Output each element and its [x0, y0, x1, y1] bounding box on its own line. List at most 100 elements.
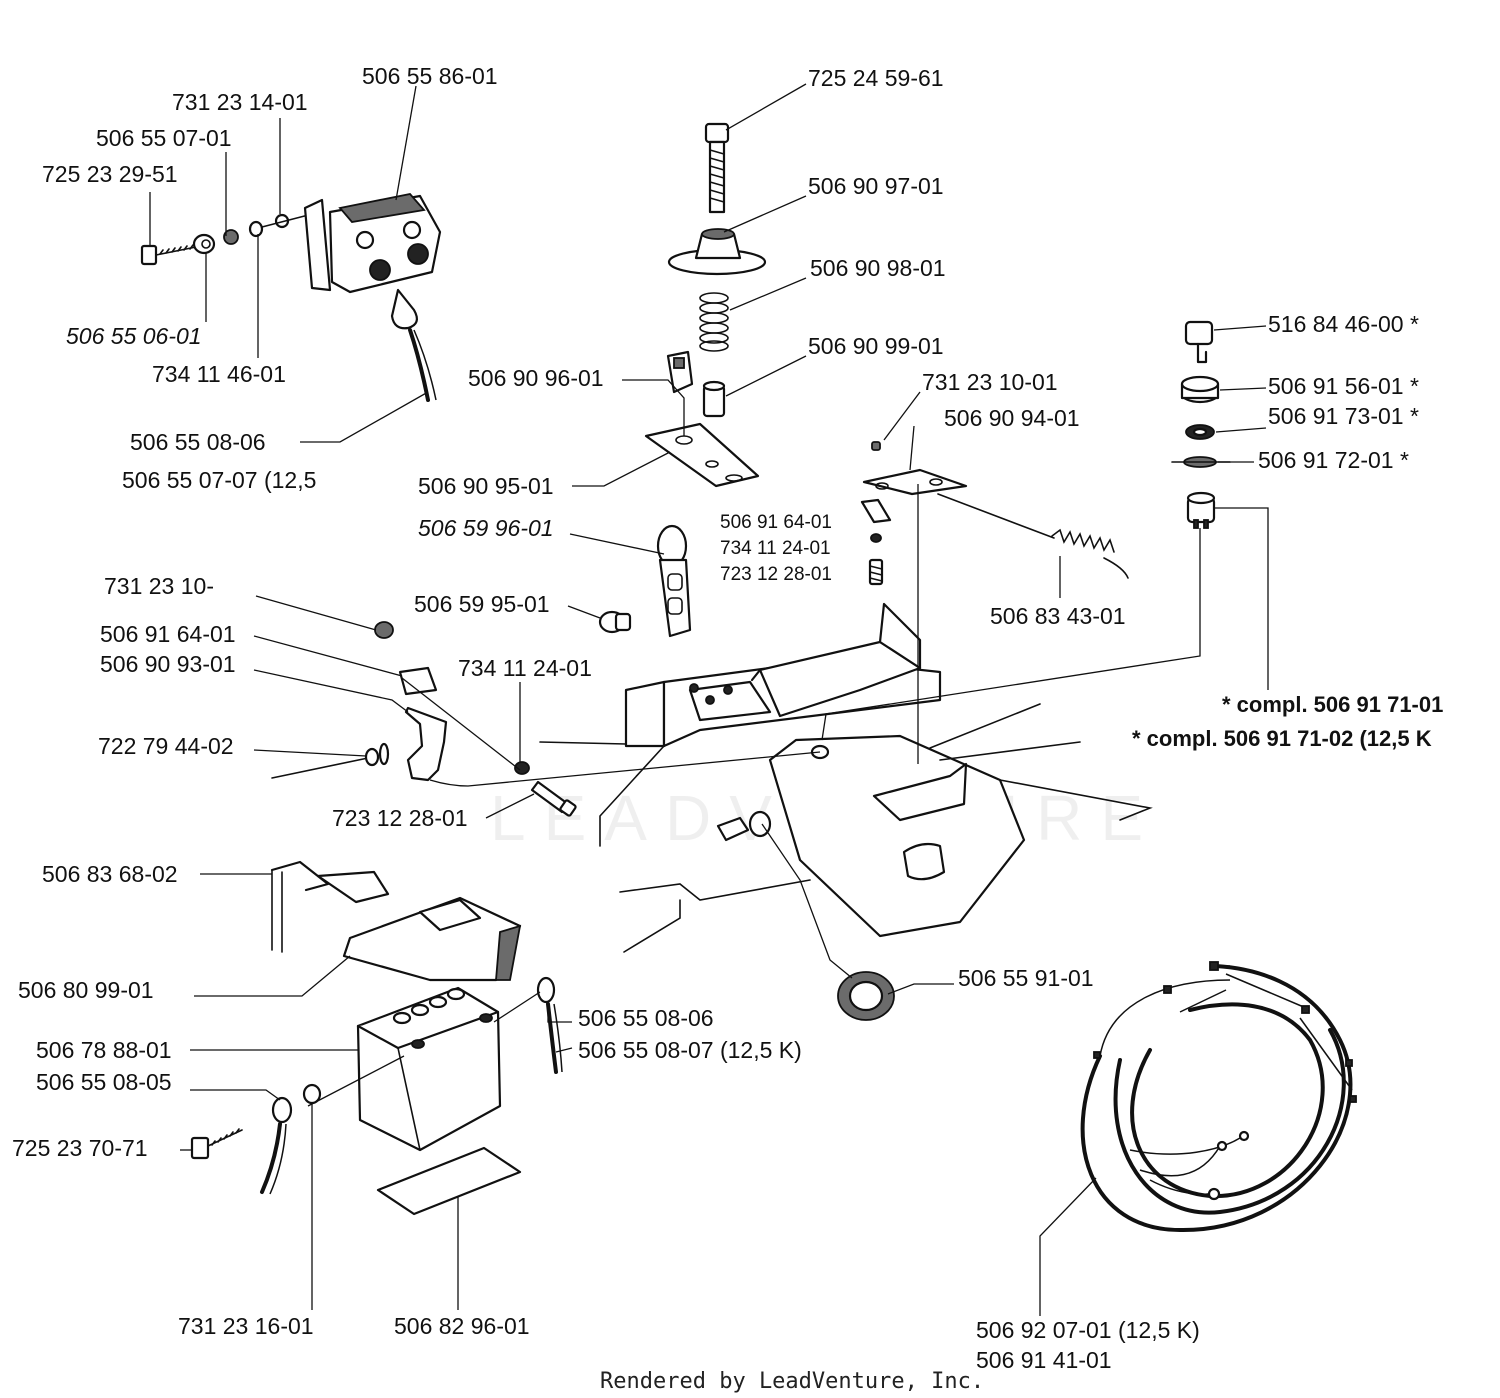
label-part: 506 92 07-01 (12,5 K) [976, 1317, 1200, 1343]
wiring-harness-icon [1080, 961, 1357, 1233]
shift-lever-icon [656, 524, 692, 638]
screw-icon [868, 558, 884, 586]
ignition-switch-icon [1186, 491, 1216, 529]
label-part: 506 91 73-01 * [1268, 403, 1419, 429]
leader-lines [149, 83, 1269, 1316]
footer-credit: Rendered by LeadVenture, Inc. [600, 1369, 984, 1394]
label-part: 506 78 88-01 [36, 1037, 172, 1063]
safety-switch-assembly [271, 621, 577, 817]
label-part: 723 12 28-01 [720, 564, 832, 585]
rivet-icon [271, 742, 390, 779]
plate-icon [644, 422, 760, 488]
label-part: 506 55 08-05 [36, 1069, 172, 1095]
label-part: 506 59 95-01 [414, 591, 550, 617]
part-labels: 506 55 86-01 731 23 14-01 506 55 07-01 7… [12, 63, 1443, 1373]
label-part: 506 55 07-01 [96, 125, 232, 151]
label-part: 506 90 93-01 [100, 651, 236, 677]
flange-cup-icon [667, 228, 767, 276]
bracket-clip-icon [716, 816, 750, 842]
label-part: 506 82 96-01 [394, 1313, 530, 1339]
bolt-icon [140, 244, 197, 266]
screw-icon [530, 780, 577, 817]
label-part: 506 90 98-01 [810, 255, 946, 281]
label-part: 506 80 99-01 [18, 977, 154, 1003]
washer-icon [248, 220, 264, 238]
label-assembly: * compl. 506 91 71-01 [1222, 692, 1443, 717]
label-part: 506 91 64-01 [100, 621, 236, 647]
label-part: 506 91 41-01 [976, 1347, 1112, 1373]
label-part: 516 84 46-00 * [1268, 311, 1419, 337]
washer-icon [870, 533, 882, 543]
frame-console [539, 602, 1153, 1021]
label-part: 725 24 59-61 [808, 65, 944, 91]
label-part: 506 55 06-01 [66, 323, 202, 349]
label-assembly: * compl. 506 91 71-02 (12,5 K [1132, 726, 1432, 751]
label-part: 731 23 10-01 [922, 369, 1058, 395]
bushing-icon [702, 380, 726, 418]
label-part: 506 91 64-01 [720, 512, 832, 533]
label-part: 506 90 95-01 [418, 473, 554, 499]
label-part: 506 55 08-06 [578, 1005, 714, 1031]
label-part: 506 55 08-07 (12,5 K) [578, 1037, 802, 1063]
label-part: 506 90 94-01 [944, 405, 1080, 431]
label-part: 506 90 99-01 [808, 333, 944, 359]
solenoid-icon [303, 193, 442, 294]
long-bolt-icon [704, 122, 730, 214]
label-part: 725 23 29-51 [42, 161, 178, 187]
spacer-icon [192, 233, 216, 255]
battery-bolt-icon [190, 1128, 243, 1160]
label-part: 723 12 28-01 [332, 805, 468, 831]
bracket-icon [862, 468, 968, 496]
clip-icon [666, 350, 694, 394]
label-part: 731 23 10- [104, 573, 214, 599]
battery-pad-icon [376, 1146, 522, 1216]
nut-icon [223, 229, 239, 245]
pipe-icon [902, 842, 946, 881]
label-part: 506 90 97-01 [808, 173, 944, 199]
battery-assembly [190, 860, 563, 1216]
washer-icon [514, 761, 530, 775]
label-part: 734 11 46-01 [152, 361, 286, 387]
label-part: 506 91 72-01 * [1258, 447, 1409, 473]
label-part: 734 11 24-01 [458, 655, 592, 681]
ignition-assembly [1171, 320, 1231, 529]
label-part: 722 79 44-02 [98, 733, 234, 759]
key-icon [1184, 320, 1214, 364]
shift-assembly [598, 122, 767, 638]
bracket-icon [404, 706, 448, 782]
label-part: 506 55 07-07 (12,5 [122, 467, 316, 493]
fender-icon [768, 734, 1026, 938]
knob-icon [598, 610, 632, 634]
bushing-gear-icon [837, 971, 895, 1021]
label-part: 506 55 91-01 [958, 965, 1094, 991]
label-part: 731 23 14-01 [172, 89, 308, 115]
positive-cable-icon [536, 976, 563, 1074]
cable-terminal-icon [390, 288, 419, 330]
switch-icon [398, 666, 438, 696]
battery-tray-icon [758, 640, 922, 718]
battery-icon [356, 986, 502, 1152]
label-part: 506 55 86-01 [362, 63, 498, 89]
spring-icon [937, 493, 1129, 579]
label-part: 506 59 96-01 [418, 515, 554, 541]
label-part: 506 83 68-02 [42, 861, 178, 887]
ignition-cap-icon [1180, 375, 1220, 404]
label-part: 731 23 16-01 [178, 1313, 314, 1339]
hold-down-bracket-icon [270, 860, 390, 953]
nut-icon [302, 1083, 322, 1105]
nut-icon [374, 621, 394, 639]
bracket-assembly [860, 441, 1129, 586]
label-part: 725 23 70-71 [12, 1135, 148, 1161]
label-part: 506 91 56-01 * [1268, 373, 1419, 399]
label-part: 506 83 43-01 [990, 603, 1126, 629]
shift-plate-icon [688, 680, 772, 722]
label-part: 506 90 96-01 [468, 365, 604, 391]
battery-cover-icon [342, 896, 522, 982]
spring-icon [699, 292, 729, 352]
solenoid-assembly [140, 193, 442, 402]
label-part: 734 11 24-01 [720, 538, 831, 559]
switch-clip-icon [860, 498, 892, 524]
label-part: 506 55 08-06 [130, 429, 266, 455]
nut-icon [871, 441, 881, 451]
